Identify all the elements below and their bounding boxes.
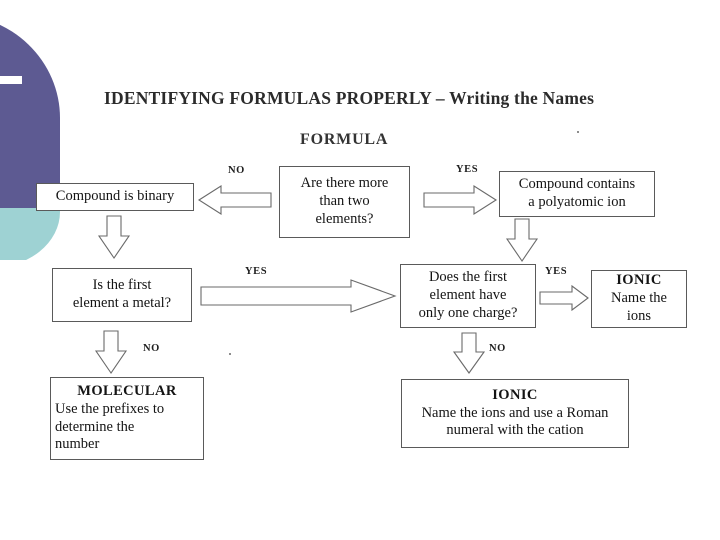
- node-ionic-roman-line-2: numeral with the cation: [446, 422, 584, 439]
- arrow-metal-yes-right: [200, 278, 397, 314]
- arrow-charge-yes-right: [539, 284, 589, 312]
- node-charge-question-line-1: Does the first: [428, 269, 508, 286]
- node-charge-question-line-3: only one charge?: [418, 304, 518, 321]
- arrow-root-no-left: [197, 184, 272, 216]
- node-molecular-line-2: determine the: [55, 418, 135, 435]
- node-metal-question: Is the first element a metal?: [52, 268, 192, 322]
- arrow-metal-no-down: [94, 330, 128, 374]
- node-polyatomic: Compound contains a polyatomic ion: [499, 171, 655, 217]
- branch-label-root-no: NO: [228, 165, 245, 176]
- node-molecular-line-3: number: [55, 436, 100, 453]
- scan-speck: [229, 353, 231, 355]
- node-compound-binary: Compound is binary: [36, 183, 194, 211]
- arrow-binary-to-metal-down: [97, 215, 131, 259]
- node-compound-binary-line-1: Compound is binary: [55, 188, 175, 205]
- node-molecular: MOLECULAR Use the prefixes to determine …: [50, 377, 204, 460]
- node-polyatomic-line-1: Compound contains: [518, 176, 636, 193]
- arrow-polyatomic-to-charge-down: [505, 218, 539, 262]
- node-ionic-roman-heading: IONIC: [492, 386, 538, 403]
- branch-label-metal-no: NO: [143, 343, 160, 354]
- node-ionic-simple-line-1: Name the: [611, 290, 667, 307]
- node-polyatomic-line-2: a polyatomic ion: [528, 194, 626, 210]
- branch-label-metal-yes: YES: [245, 266, 268, 277]
- node-root-question: Are there more than two elements?: [279, 166, 410, 238]
- node-molecular-line-1: Use the prefixes to: [55, 400, 165, 417]
- node-ionic-roman-line-1: Name the ions and use a Roman: [421, 404, 609, 421]
- node-ionic-simple-line-2: ions: [626, 307, 652, 324]
- node-root-question-line-3: elements?: [315, 210, 374, 227]
- node-metal-question-line-1: Is the first: [92, 277, 152, 294]
- decorative-teal-arc: [0, 208, 60, 260]
- node-root-question-line-2: than two: [319, 193, 370, 210]
- slide-title: IDENTIFYING FORMULAS PROPERLY – Writing …: [104, 88, 595, 108]
- arrow-charge-no-down: [452, 332, 486, 374]
- branch-label-charge-yes: YES: [545, 266, 568, 277]
- branch-label-charge-no: NO: [489, 343, 506, 354]
- node-molecular-heading: MOLECULAR: [77, 382, 177, 399]
- node-charge-question-line-2: element have: [429, 287, 507, 304]
- node-ionic-simple-heading: IONIC: [616, 272, 662, 289]
- node-root-question-line-1: Are there more: [300, 175, 389, 192]
- node-metal-question-line-2: element a metal?: [72, 295, 172, 311]
- node-ionic-roman: IONIC Name the ions and use a Roman nume…: [401, 379, 629, 448]
- decorative-purple-arc: [0, 14, 60, 210]
- arrow-root-yes-right: [423, 184, 498, 216]
- decorative-notch: [0, 76, 22, 84]
- node-ionic-simple: IONIC Name the ions: [591, 270, 687, 328]
- branch-label-root-yes: YES: [456, 164, 479, 175]
- node-charge-question: Does the first element have only one cha…: [400, 264, 536, 328]
- scan-speck: [577, 131, 579, 133]
- flowchart-heading: FORMULA: [300, 131, 389, 148]
